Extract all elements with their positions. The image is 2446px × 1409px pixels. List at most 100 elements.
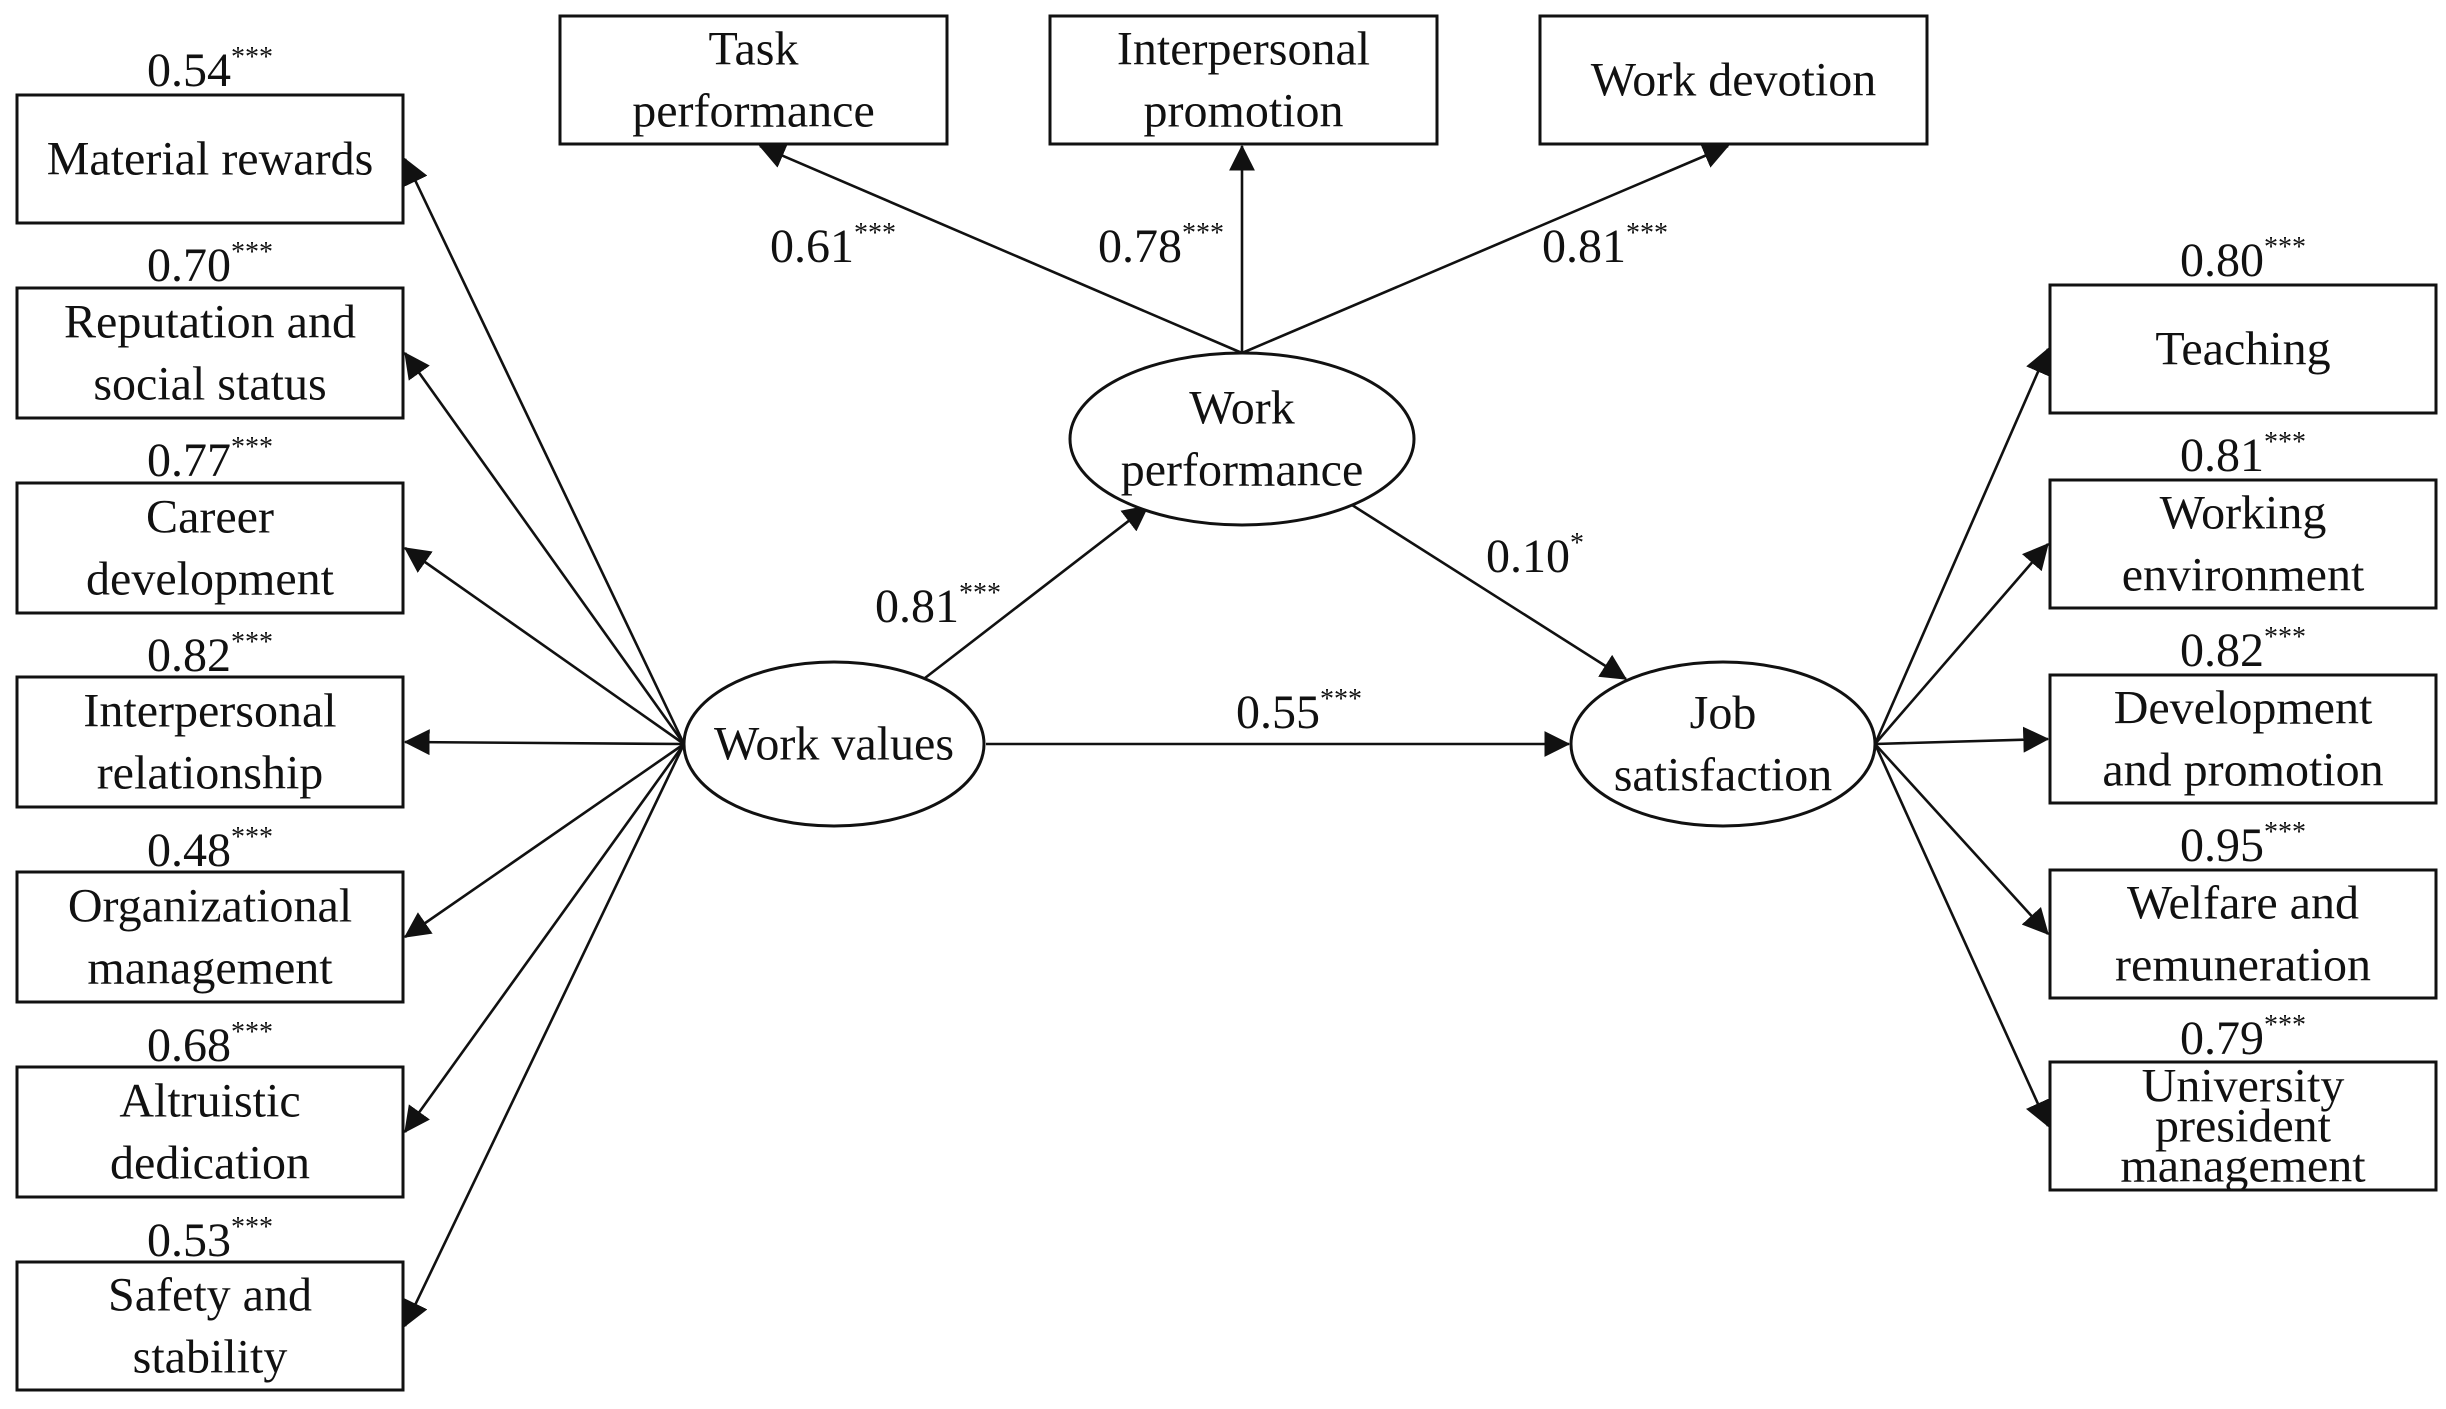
wv-loading-3: 0.77***: [147, 432, 273, 487]
job-satisfaction-line: Job: [1690, 687, 1757, 740]
wp-loading-2-significance: ***: [1182, 218, 1224, 249]
js-indicator-2-box: [2048, 478, 2438, 610]
wp-indicator-3-box: [1538, 14, 1929, 146]
wv-indicator-6-box: [15, 1065, 405, 1199]
js-indicator-1-box: [2048, 283, 2438, 415]
wv-indicator-2-line: social status: [93, 358, 326, 411]
js-indicator-2-line: Working: [2160, 487, 2327, 540]
wp-indicator-3-line: Work devotion: [1591, 54, 1876, 107]
js-loading-1-significance: ***: [2264, 232, 2306, 263]
wv-indicator-1-line: Material rewards: [47, 133, 374, 186]
js-loading-4: 0.95***: [2180, 817, 2306, 872]
js-loading-3-significance: ***: [2264, 622, 2306, 653]
wv-loading-5-significance: ***: [231, 822, 273, 853]
js-arrow-3: [1874, 726, 2050, 753]
wv-loading-2: 0.70***: [147, 237, 273, 292]
path-values-to-performance-coef: 0.81***: [875, 578, 1001, 633]
arrows-layer: [403, 143, 2050, 1328]
path-values-to-satisfaction-coef-value: 0.55: [1236, 686, 1320, 739]
wv-loading-7-significance: ***: [231, 1212, 273, 1243]
work-performance-line: performance: [1121, 444, 1364, 497]
wv-loading-3-significance: ***: [231, 432, 273, 463]
js-loading-4-significance: ***: [2264, 817, 2306, 848]
wp-indicator-1-line: performance: [632, 85, 875, 138]
wv-loading-7: 0.53***: [147, 1212, 273, 1267]
wp-loading-3-significance: ***: [1626, 218, 1668, 249]
wv-indicator-5-line: management: [87, 942, 333, 995]
path-values-to-performance-coef-value: 0.81: [875, 580, 959, 633]
js-loading-2-value: 0.81: [2180, 429, 2264, 482]
wv-loading-5: 0.48***: [147, 822, 273, 877]
js-indicator-5-box: [2048, 1060, 2438, 1192]
js-arrow-5: [1873, 743, 2050, 1128]
path-values-to-satisfaction-coef: 0.55***: [1236, 684, 1362, 739]
wv-loading-1-value: 0.54: [147, 44, 231, 97]
wv-loading-7-value: 0.53: [147, 1214, 231, 1267]
wv-indicator-3-box: [15, 481, 405, 615]
wp-loading-1-significance: ***: [854, 218, 896, 249]
wv-loading-4-value: 0.82: [147, 629, 231, 682]
wv-arrow-6: [403, 743, 686, 1134]
wv-indicator-4-box: [15, 675, 405, 809]
wv-arrow-2: [403, 351, 686, 745]
wv-loading-6-significance: ***: [231, 1017, 273, 1048]
wv-loading-1-significance: ***: [231, 42, 273, 73]
wp-indicator-2-line: Interpersonal: [1117, 23, 1370, 76]
wv-arrow-5: [403, 742, 685, 939]
wv-indicator-7-line: stability: [133, 1331, 288, 1384]
wv-loading-6-value: 0.68: [147, 1019, 231, 1072]
js-loading-3-value: 0.82: [2180, 624, 2264, 677]
wv-arrow-1: [403, 157, 686, 745]
path-performance-to-satisfaction-coef-significance: *: [1570, 528, 1584, 559]
path-values-to-performance: [924, 504, 1150, 680]
js-loading-2: 0.81***: [2180, 427, 2306, 482]
wp-indicator-1-box: [558, 14, 949, 146]
js-indicator-1-line: Teaching: [2155, 323, 2330, 376]
wp-loading-3-value: 0.81: [1542, 220, 1626, 273]
wv-indicator-3-line: Career: [146, 491, 274, 544]
wv-indicator-5-box: [15, 870, 405, 1004]
path-values-to-performance-coef-significance: ***: [959, 578, 1001, 609]
js-loading-5-value: 0.79: [2180, 1012, 2264, 1065]
wp-indicator-2-box: [1048, 14, 1439, 146]
js-arrow-4: [1874, 743, 2049, 935]
job-satisfaction-line: satisfaction: [1614, 749, 1833, 802]
wv-indicator-6-line: Altruistic: [119, 1075, 300, 1128]
wv-loading-3-value: 0.77: [147, 434, 231, 487]
js-arrow-2: [1874, 543, 2049, 745]
wv-arrow-3: [403, 546, 685, 746]
wp-loading-2: 0.78***: [1098, 218, 1224, 273]
wv-loading-2-value: 0.70: [147, 239, 231, 292]
js-arrow-1: [1873, 347, 2050, 745]
path-values-to-satisfaction-coef-significance: ***: [1320, 684, 1362, 715]
wv-indicator-2-line: Reputation and: [64, 296, 356, 349]
js-indicator-4-line: Welfare and: [2127, 877, 2359, 930]
wv-loading-4: 0.82***: [147, 627, 273, 682]
js-loading-4-value: 0.95: [2180, 819, 2264, 872]
wp-arrow-3: [1241, 143, 1730, 355]
wv-loading-4-significance: ***: [231, 627, 273, 658]
wp-arrow-1: [758, 143, 1243, 355]
nodes-layer: [15, 14, 2438, 1392]
wp-loading-1-value: 0.61: [770, 220, 854, 273]
wv-arrow-4: [403, 729, 685, 756]
work-values-line: Work values: [714, 718, 954, 771]
wv-indicator-3-line: development: [86, 553, 335, 606]
job-satisfaction-ellipse: [1569, 660, 1877, 828]
wv-loading-5-value: 0.48: [147, 824, 231, 877]
js-loading-5-significance: ***: [2264, 1010, 2306, 1041]
wp-loading-3: 0.81***: [1542, 218, 1668, 273]
wp-indicator-1-line: Task: [709, 23, 799, 76]
path-performance-to-satisfaction-coef-value: 0.10: [1486, 530, 1570, 583]
wv-indicator-4-line: Interpersonal: [83, 685, 336, 738]
js-indicator-4-line: remuneration: [2115, 939, 2371, 992]
wv-loading-6: 0.68***: [147, 1017, 273, 1072]
js-indicator-3-box: [2048, 673, 2438, 805]
work-performance-line: Work: [1189, 382, 1294, 435]
wv-indicator-5-line: Organizational: [68, 880, 352, 933]
wv-indicator-7-box: [15, 1260, 405, 1392]
js-loading-3: 0.82***: [2180, 622, 2306, 677]
js-indicator-5-line: president: [2155, 1100, 2332, 1153]
js-indicator-3-line: and promotion: [2102, 744, 2383, 797]
